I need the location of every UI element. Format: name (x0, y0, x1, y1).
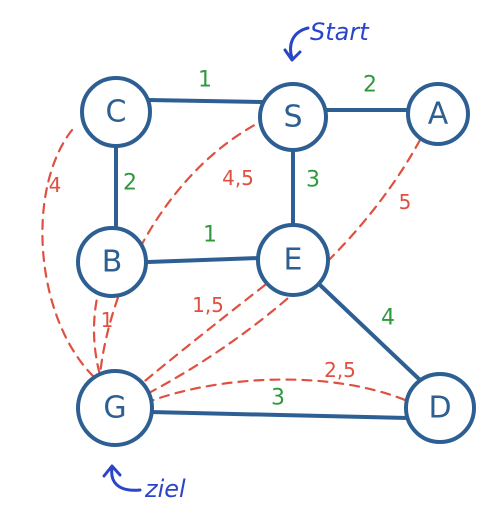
goal-arrow-icon (102, 464, 142, 492)
weight-s-a: 2 (363, 73, 377, 98)
node-s: S (258, 82, 328, 152)
node-label-c: C (106, 95, 127, 130)
weight-c-s: 1 (198, 68, 212, 93)
node-a: A (406, 82, 470, 146)
goal-annotation: ziel (144, 475, 186, 503)
weight-s-e: 3 (306, 168, 320, 193)
node-label-a: A (428, 97, 449, 132)
edge-c-s (146, 98, 264, 104)
node-g: G (76, 369, 154, 447)
heuristic-d-g: 2,5 (324, 358, 356, 382)
node-d: D (404, 372, 476, 444)
node-b: B (76, 226, 148, 298)
heuristic-line-s-g (98, 116, 270, 377)
node-c: C (80, 76, 152, 148)
edge-e-d (318, 283, 422, 382)
start-arrow-icon (283, 26, 310, 62)
weight-b-e: 1 (203, 223, 217, 248)
heuristic-b-g: 1 (101, 308, 114, 332)
heuristic-c-g: 4 (49, 173, 62, 197)
heuristic-e-g: 1,5 (192, 293, 224, 317)
weight-c-b: 2 (123, 171, 137, 196)
heuristic-line-e-g (138, 283, 267, 387)
heuristic-line-b-g (92, 283, 102, 377)
heuristic-a-g: 5 (399, 190, 412, 214)
node-label-d: D (428, 391, 451, 426)
node-label-b: B (102, 245, 123, 280)
weight-e-d: 4 (381, 306, 395, 331)
edge-g-d (148, 410, 410, 420)
heuristic-s-g: 4,5 (222, 166, 254, 190)
edge-b-e (146, 256, 262, 264)
node-e: E (256, 223, 330, 297)
node-label-g: G (103, 391, 126, 426)
node-label-e: E (284, 243, 303, 278)
heuristic-line-c-g (41, 128, 97, 380)
start-annotation: Start (310, 18, 370, 46)
weight-g-d: 3 (271, 386, 285, 411)
heuristic-line-d-g (146, 378, 407, 404)
node-label-s: S (283, 100, 302, 135)
